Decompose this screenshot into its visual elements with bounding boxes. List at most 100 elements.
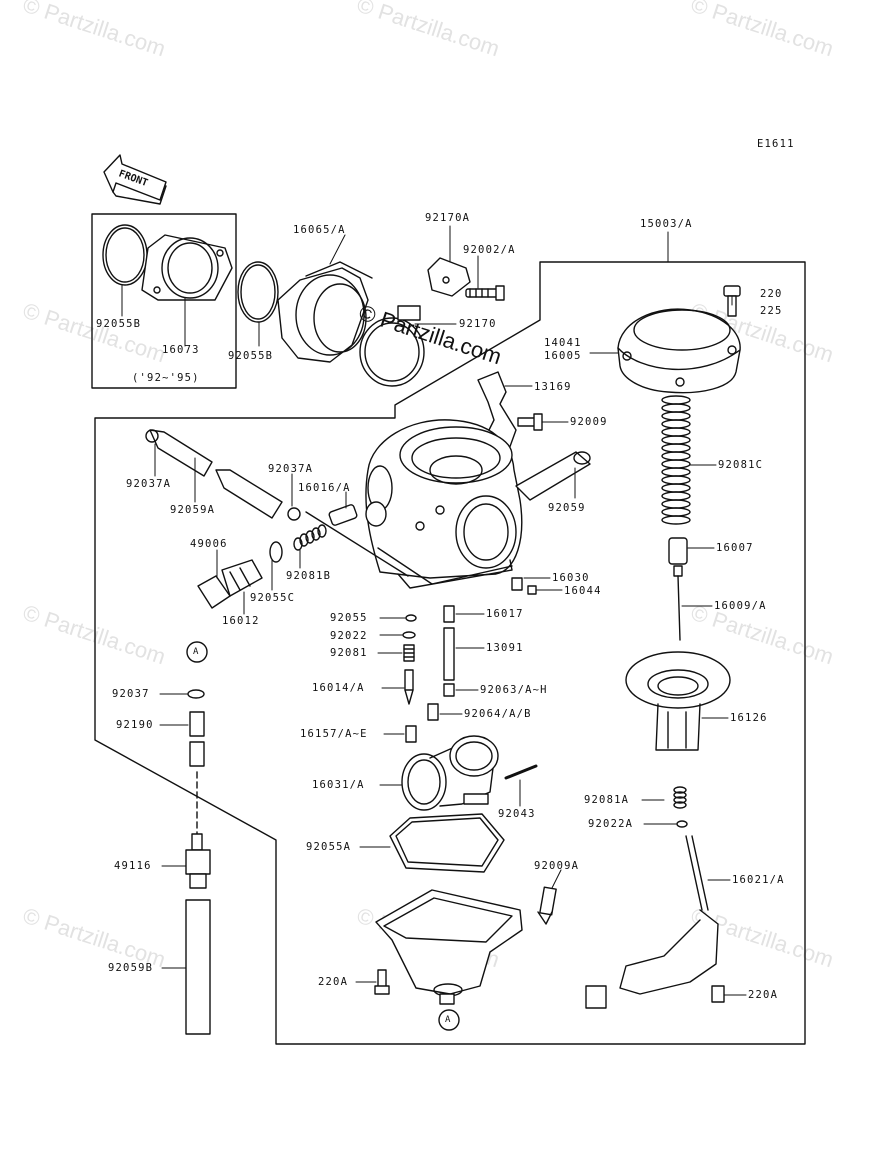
screw-92009 — [517, 413, 543, 431]
part-label-92055c: 92055C — [250, 592, 296, 604]
leader-lines — [121, 225, 747, 996]
part-label-92009a: 92009A — [534, 860, 580, 872]
fitting-49116 — [185, 833, 211, 889]
diagram-code: E1611 — [757, 138, 795, 150]
hose-92059a — [145, 429, 283, 519]
part-label-92037: 92037 — [112, 688, 150, 700]
part-label-92170a: 92170A — [425, 212, 471, 224]
hose-92190-b — [189, 741, 205, 767]
jet-16017 — [443, 605, 455, 623]
part-label-92055a: 92055A — [306, 841, 352, 853]
part-label-92063a: 92063/A~H — [480, 684, 548, 696]
jet-92063 — [443, 683, 455, 697]
part-label-92059a: 92059A — [170, 504, 216, 516]
part-label-49116: 49116 — [114, 860, 152, 872]
part-label-92037a-mid: 92037A — [268, 463, 314, 475]
front-arrow-icon — [103, 154, 167, 205]
washer-92022a — [676, 820, 688, 828]
part-label-92081c: 92081C — [718, 459, 764, 471]
part-label-13169: 13169 — [534, 381, 572, 393]
shaft-line — [305, 511, 409, 577]
o-ring-right — [237, 261, 279, 323]
nut-16044 — [527, 585, 537, 595]
float-pin — [504, 764, 538, 780]
float-bowl — [375, 889, 523, 1005]
part-label-92064a: 92064/A/B — [464, 708, 532, 720]
part-label-16007: 16007 — [716, 542, 754, 554]
callout-a-top — [186, 641, 208, 663]
part-label-225: 225 — [760, 305, 783, 317]
jet-92064 — [427, 703, 439, 721]
part-label-92043: 92043 — [498, 808, 536, 820]
vacuum-piston — [625, 651, 731, 751]
float-bowl-gasket — [389, 813, 505, 873]
clamp-bracket — [427, 257, 471, 297]
part-label-16017: 16017 — [486, 608, 524, 620]
spring-92081 — [403, 644, 415, 662]
part-label-16014a: 16014/A — [312, 682, 365, 694]
part-label-16073: 16073 — [162, 344, 200, 356]
ring-92055 — [405, 614, 417, 622]
float — [401, 735, 499, 811]
spring-92081b — [293, 524, 327, 551]
starter-plunger — [197, 559, 263, 609]
clip-92037a — [287, 507, 301, 521]
carburetor-body — [365, 419, 523, 589]
hose-92059b — [185, 899, 211, 1035]
callout-a-bottom — [438, 1009, 460, 1031]
part-label-16065a: 16065/A — [293, 224, 346, 236]
float-valve-16014 — [404, 669, 414, 705]
needle-holder — [668, 537, 688, 565]
part-label-16031a: 16031/A — [312, 779, 365, 791]
part-label-15003a: 15003/A — [640, 218, 693, 230]
top-cover — [617, 308, 741, 394]
part-label-92081b: 92081B — [286, 570, 332, 582]
part-label-16157a: 16157/A~E — [300, 728, 368, 740]
screw-220a-left — [374, 969, 390, 995]
part-label-16012: 16012 — [222, 615, 260, 627]
spring-92081c — [661, 395, 691, 525]
hose-clamp — [359, 305, 425, 387]
part-label-16021a: 16021/A — [732, 874, 785, 886]
part-label-92009: 92009 — [570, 416, 608, 428]
washer-92022 — [402, 631, 416, 639]
part-label-16126: 16126 — [730, 712, 768, 724]
part-label-16009a: 16009/A — [714, 600, 767, 612]
part-label-49006: 49006 — [190, 538, 228, 550]
part-label-92022a: 92022A — [588, 818, 634, 830]
part-label-14041: 14041 — [544, 337, 582, 349]
part-label-13091: 13091 — [486, 642, 524, 654]
needle-jet-13091 — [443, 627, 455, 681]
o-ring-92055c — [269, 541, 283, 563]
jet-needle — [673, 565, 683, 641]
part-label-220a-right: 220A — [748, 989, 779, 1001]
part-label-16016a: 16016/A — [298, 482, 351, 494]
year-note: ('92~'95) — [132, 372, 200, 384]
screw-220a-right — [711, 985, 725, 1003]
part-label-92055b-right: 92055B — [228, 350, 274, 362]
part-label-16044: 16044 — [564, 585, 602, 597]
insulator-plate — [141, 234, 233, 301]
part-label-92037a-left: 92037A — [126, 478, 172, 490]
part-label-92022: 92022 — [330, 630, 368, 642]
part-label-92055: 92055 — [330, 612, 368, 624]
screw-92002 — [465, 285, 505, 301]
throttle-link — [477, 371, 517, 453]
jet-16030 — [511, 577, 523, 591]
part-label-92055b-left: 92055B — [96, 318, 142, 330]
hose-92059 — [515, 451, 591, 501]
part-label-220: 220 — [760, 288, 783, 300]
screw-220 — [723, 285, 741, 317]
part-label-92059: 92059 — [548, 502, 586, 514]
insulator-box — [91, 213, 237, 389]
clip-92037 — [187, 689, 205, 699]
part-label-16005: 16005 — [544, 350, 582, 362]
carburetor-assembly-box — [94, 261, 806, 1045]
hose-92190-a — [189, 711, 205, 737]
part-label-92190: 92190 — [116, 719, 154, 731]
part-label-220a-left: 220A — [318, 976, 349, 988]
part-label-92002a: 92002/A — [463, 244, 516, 256]
part-label-16030: 16030 — [552, 572, 590, 584]
